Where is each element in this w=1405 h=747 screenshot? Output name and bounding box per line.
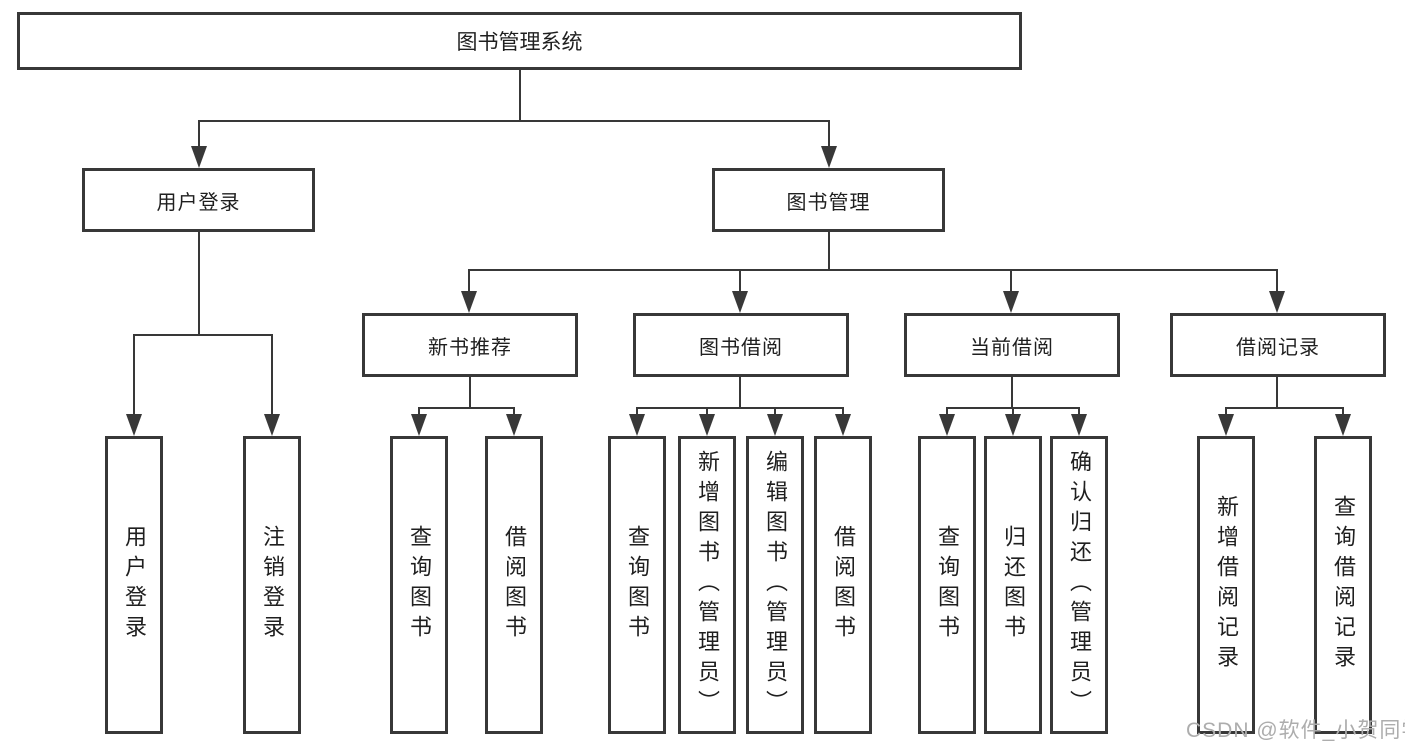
node-add-books-admin: 新增图书（管理员） — [678, 436, 736, 734]
node-current-borrowing: 当前借阅 — [904, 313, 1120, 377]
arrow-down-icon — [1269, 269, 1285, 313]
connector-line — [469, 269, 1278, 271]
leaf-label: 查询图书 — [625, 525, 650, 645]
arrow-down-icon — [767, 407, 783, 436]
arrow-down-icon — [821, 120, 837, 168]
connector-line — [1276, 376, 1278, 409]
leaf-label: 查询借阅记录 — [1331, 495, 1356, 675]
leaf-label: 归还图书 — [1001, 525, 1026, 645]
node-borrow-books-recommend: 借阅图书 — [485, 436, 543, 734]
node-query-books-borrow: 查询图书 — [608, 436, 666, 734]
arrow-down-icon — [699, 407, 715, 436]
node-user-login-leaf: 用户登录 — [105, 436, 163, 734]
connector-line — [636, 407, 844, 409]
arrow-down-icon — [939, 407, 955, 436]
connector-line — [198, 232, 200, 336]
csdn-watermark: CSDN @软件_小贺同学 — [1186, 719, 1405, 742]
node-query-borrow-record: 查询借阅记录 — [1314, 436, 1372, 734]
node-library-management-system: 图书管理系统 — [17, 12, 1022, 70]
connector-line — [469, 376, 471, 409]
arrow-down-icon — [506, 407, 522, 436]
node-return-books: 归还图书 — [984, 436, 1042, 734]
node-query-books-current: 查询图书 — [918, 436, 976, 734]
arrow-down-icon — [1218, 407, 1234, 436]
arrow-down-icon — [1071, 407, 1087, 436]
connector-line — [1225, 407, 1344, 409]
connector-line — [198, 120, 830, 122]
arrow-down-icon — [1005, 407, 1021, 436]
node-book-management: 图书管理 — [712, 168, 945, 232]
arrow-down-icon — [835, 407, 851, 436]
connector-line — [418, 407, 515, 409]
node-borrowing-records: 借阅记录 — [1170, 313, 1386, 377]
leaf-label: 确认归还（管理员） — [1067, 450, 1092, 720]
leaf-label: 编辑图书（管理员） — [763, 450, 788, 720]
arrow-down-icon — [126, 334, 142, 436]
node-confirm-return-admin: 确认归还（管理员） — [1050, 436, 1108, 734]
leaf-label: 新增借阅记录 — [1214, 495, 1239, 675]
leaf-label: 查询图书 — [407, 525, 432, 645]
node-user-login: 用户登录 — [82, 168, 315, 232]
arrow-down-icon — [1003, 269, 1019, 313]
arrow-down-icon — [1335, 407, 1351, 436]
leaf-label: 借阅图书 — [502, 525, 527, 645]
node-add-borrow-record: 新增借阅记录 — [1197, 436, 1255, 734]
node-book-borrowing: 图书借阅 — [633, 313, 849, 377]
arrow-down-icon — [461, 269, 477, 313]
leaf-label: 注销登录 — [260, 525, 285, 645]
connector-line — [739, 376, 741, 409]
leaf-label: 用户登录 — [122, 525, 147, 645]
node-borrow-books-borrow: 借阅图书 — [814, 436, 872, 734]
leaf-label: 查询图书 — [935, 525, 960, 645]
arrow-down-icon — [264, 334, 280, 436]
node-logout-leaf: 注销登录 — [243, 436, 301, 734]
node-query-books-recommend: 查询图书 — [390, 436, 448, 734]
node-edit-books-admin: 编辑图书（管理员） — [746, 436, 804, 734]
connector-line — [1011, 376, 1013, 409]
arrow-down-icon — [411, 407, 427, 436]
arrow-down-icon — [191, 120, 207, 168]
connector-line — [133, 334, 273, 336]
node-new-book-recommendation: 新书推荐 — [362, 313, 578, 377]
arrow-down-icon — [732, 269, 748, 313]
leaf-label: 新增图书（管理员） — [695, 450, 720, 720]
leaf-label: 借阅图书 — [831, 525, 856, 645]
connector-line — [519, 69, 521, 122]
arrow-down-icon — [629, 407, 645, 436]
connector-line — [828, 232, 830, 271]
